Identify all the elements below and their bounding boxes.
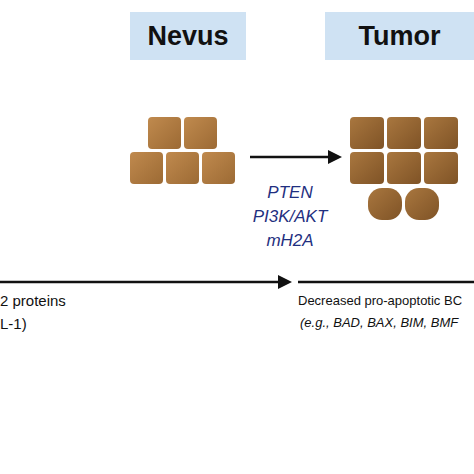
phase-note: (e.g., BAD, BAX, BIM, BMF [300, 315, 458, 330]
stage-title: Tumor [359, 21, 441, 52]
phase-note: L-1) [0, 315, 27, 332]
gene-label: mH2A [266, 231, 313, 251]
stage-header: Nevus [130, 12, 246, 60]
timeline-arrows [0, 275, 474, 289]
stage-header: Tumor [325, 12, 474, 60]
progression-arrow [250, 150, 342, 164]
phase-note: Decreased pro-apoptotic BC [298, 293, 462, 308]
stage-title: Nevus [147, 21, 228, 52]
gene-label: PI3K/AKT [253, 207, 328, 227]
gene-label: PTEN [267, 183, 312, 203]
nevus-cells [130, 117, 235, 184]
tumor-cells [350, 117, 458, 220]
phase-note: 2 proteins [0, 292, 66, 309]
